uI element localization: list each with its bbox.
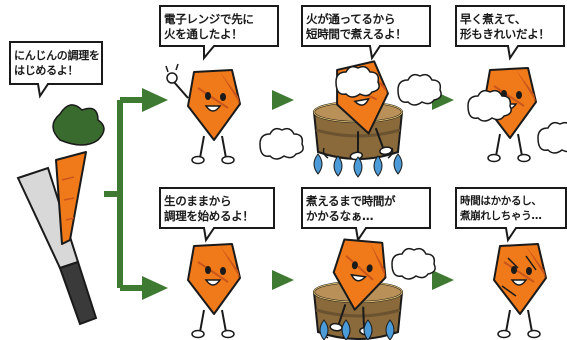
speech-bubble-top-3 bbox=[455, 5, 565, 61]
green-arrow-icon bbox=[272, 270, 294, 290]
steam-cloud-icon bbox=[397, 73, 442, 106]
carrot-character-bottom-1 bbox=[187, 243, 241, 339]
speech-bubble-bottom-1 bbox=[159, 187, 275, 243]
steam-cloud-icon bbox=[391, 247, 436, 280]
speech-bubble-top-1 bbox=[159, 5, 279, 61]
branch-connector bbox=[104, 88, 168, 300]
green-arrow-icon bbox=[142, 88, 168, 112]
green-arrow-icon bbox=[142, 276, 168, 300]
bottom-bubble-1-text: 生のままから 調理を始めるよ！ bbox=[164, 194, 254, 223]
bottom-bubble-3-text: 時間はかかるし、 煮崩れしちゃう… bbox=[460, 195, 542, 222]
top-bubble-2-text: 火が通ってるから 短時間で煮えるよ！ bbox=[306, 12, 407, 41]
bottom-bubble-2-text: 煮えるまで時間が かかるなぁ… bbox=[306, 194, 396, 223]
steam-cloud-icon bbox=[537, 121, 567, 154]
intro-speech-bubble bbox=[9, 41, 103, 99]
kitchen-knife-icon bbox=[16, 166, 98, 326]
top-bubble-1-text: 電子レンジで先に 火を通したよ！ bbox=[164, 12, 254, 41]
intro-bubble-text: にんじんの調理を はじめるよ！ bbox=[14, 49, 100, 77]
carrot-with-leaves-icon bbox=[52, 104, 105, 245]
steam-cloud-icon bbox=[259, 127, 304, 160]
green-arrow-icon bbox=[272, 90, 294, 110]
carrot-character-top-1 bbox=[165, 63, 241, 165]
speech-bubble-bottom-2 bbox=[301, 187, 431, 243]
green-arrow-icon bbox=[432, 270, 454, 290]
top-bubble-3-text: 早く煮えて、 形もきれいだよ！ bbox=[460, 12, 550, 41]
speech-bubble-bottom-3 bbox=[455, 187, 567, 243]
carrot-character-bottom-3 bbox=[493, 243, 547, 339]
speech-bubble-top-2 bbox=[301, 5, 431, 61]
